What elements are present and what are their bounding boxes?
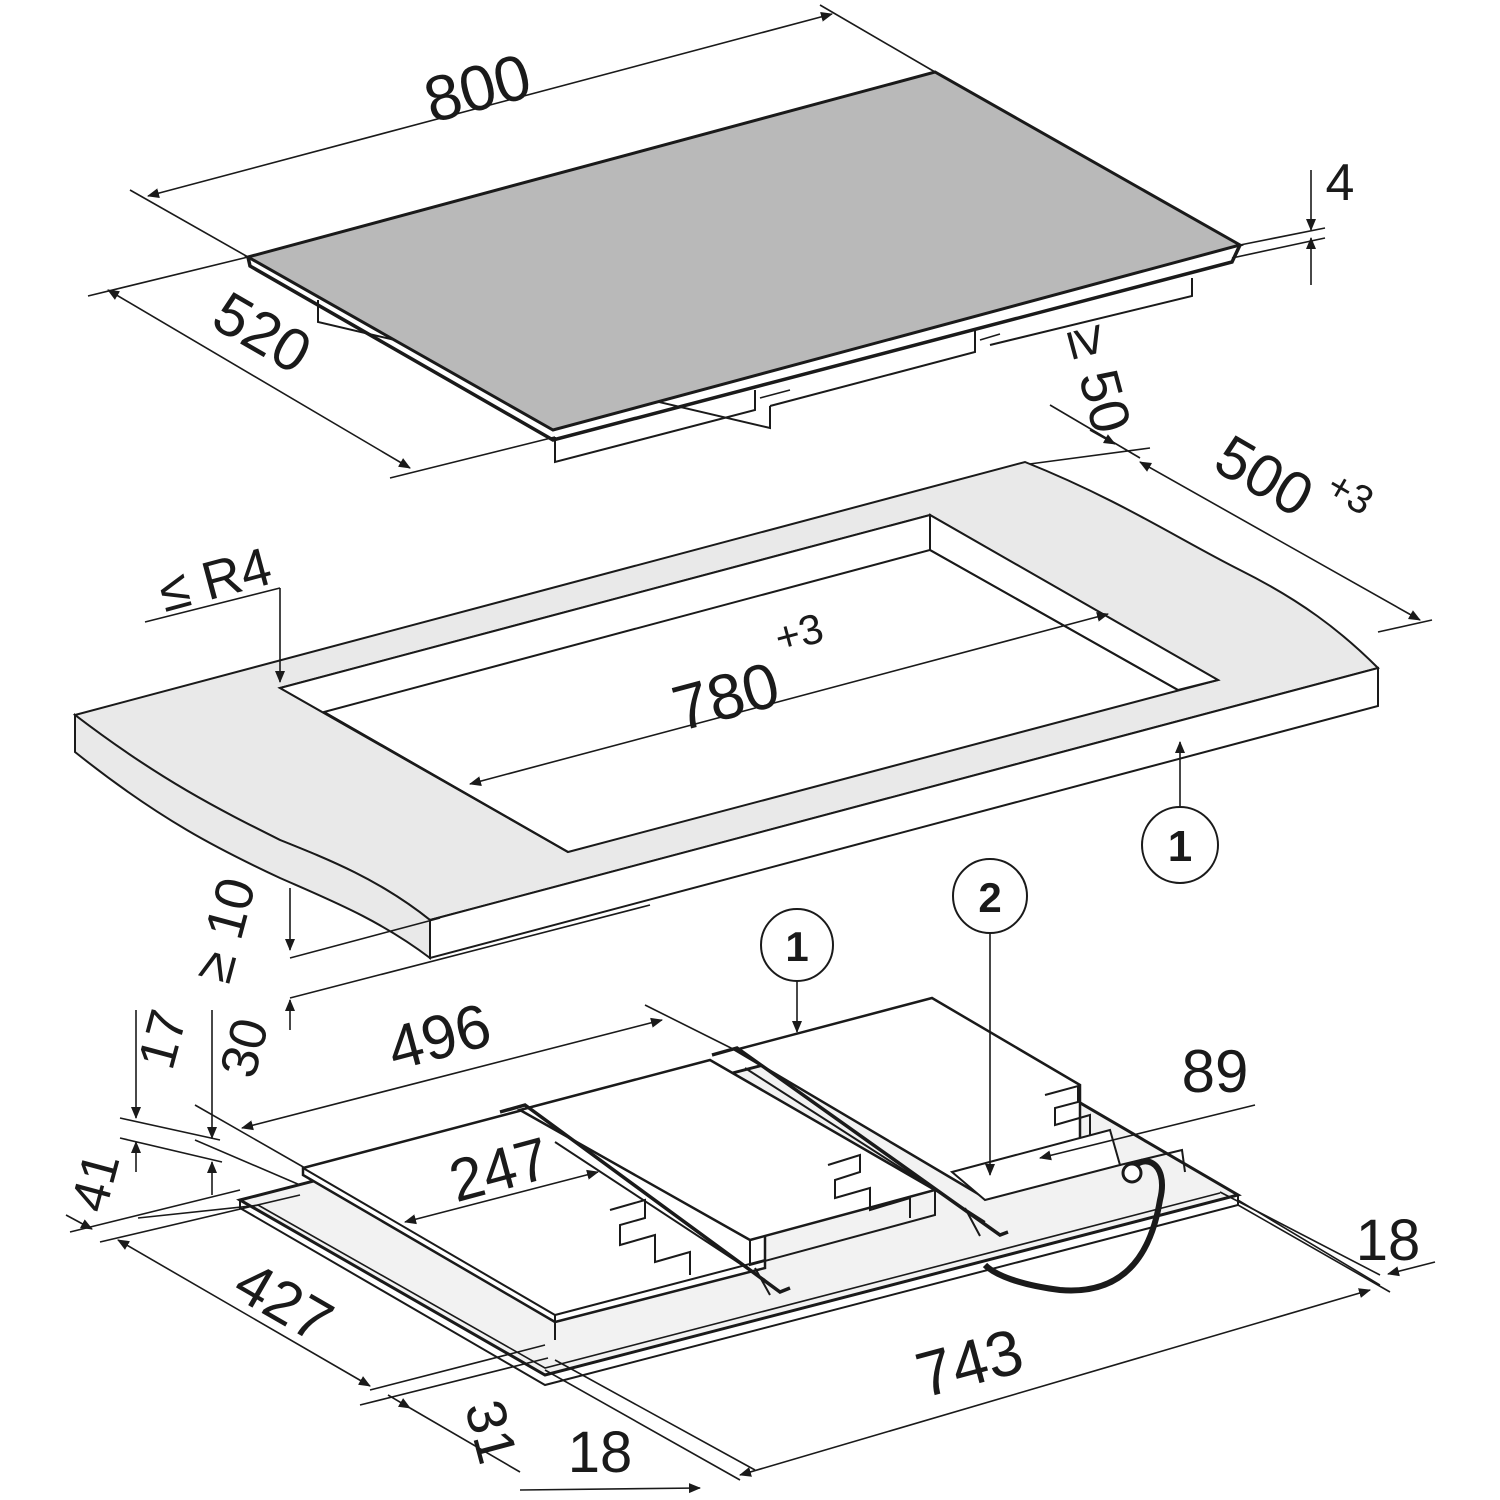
dim-500-tolerance: +3 — [1319, 463, 1380, 524]
rail-right — [711, 1046, 1009, 1237]
cooktop-body-mid — [769, 330, 976, 407]
cooktop-underside — [236, 996, 1242, 1387]
callout-1-module: 1 — [760, 908, 834, 1033]
dim-18-front: 18 — [519, 1359, 756, 1494]
dim-743: 743 — [739, 1204, 1391, 1477]
dim-min-50: ≥ 50 — [1021, 318, 1151, 466]
dim-17-label: 17 — [128, 1004, 199, 1075]
dim-89-label: 89 — [1182, 1038, 1249, 1105]
cooktop-unit — [244, 70, 1244, 464]
dim-radius-label: ≤ R4 — [152, 536, 277, 623]
worktop-left-face — [74, 712, 431, 961]
dim-520-label: 520 — [202, 279, 322, 387]
cooktop-glass-edge — [246, 244, 1242, 442]
power-cable — [982, 1158, 1165, 1294]
module-mid-edge — [749, 1190, 936, 1267]
cooktop-clips — [759, 333, 1001, 399]
dim-743-label: 743 — [909, 1314, 1031, 1411]
dim-min-10-label: ≥ 10 — [182, 872, 267, 989]
rail-right-inner — [744, 1067, 986, 1223]
cable-gland — [1121, 1162, 1143, 1184]
cooktop-body-right — [989, 278, 1193, 346]
module-right — [731, 996, 1082, 1197]
dim-31: 31 — [359, 1357, 549, 1473]
dim-radius: ≤ R4 — [144, 536, 285, 683]
cooktop-body-left — [554, 390, 756, 464]
dim-31-label: 31 — [453, 1393, 530, 1469]
dim-18-right-label: 18 — [1356, 1208, 1421, 1273]
callout-2-label: 2 — [978, 874, 1001, 921]
module-right-notch — [1044, 1084, 1091, 1135]
dim-30-label: 30 — [210, 1013, 281, 1084]
module-left-notch — [609, 1198, 691, 1275]
dim-4-label: 4 — [1326, 154, 1355, 212]
callout-1-label: 1 — [1168, 822, 1192, 871]
module-mid-notch — [827, 1153, 911, 1218]
worktop — [72, 460, 1380, 961]
callout-1-worktop: 1 — [1141, 741, 1219, 884]
rail-left-inner — [554, 1141, 766, 1281]
dim-500-label: 500 — [1204, 422, 1324, 530]
dim-427-label: 427 — [224, 1248, 344, 1356]
callout-2: 2 — [952, 858, 1028, 1176]
dim-18-right: 18 — [1219, 1191, 1436, 1286]
dim-800-label: 800 — [417, 39, 539, 136]
dim-min-50-label: ≥ 50 — [1055, 318, 1144, 439]
worktop-front-face — [429, 666, 1379, 960]
dim-89: 89 — [1039, 1038, 1256, 1161]
dim-41-label: 41 — [60, 1147, 131, 1218]
dim-780-tolerance: +3 — [770, 604, 828, 662]
dim-496-label: 496 — [380, 991, 498, 1084]
callout-1b-label: 1 — [785, 923, 808, 970]
dim-780-label: 780 — [665, 648, 787, 745]
dim-18-front-label: 18 — [568, 1420, 633, 1485]
dim-4: 4 — [1231, 154, 1355, 285]
